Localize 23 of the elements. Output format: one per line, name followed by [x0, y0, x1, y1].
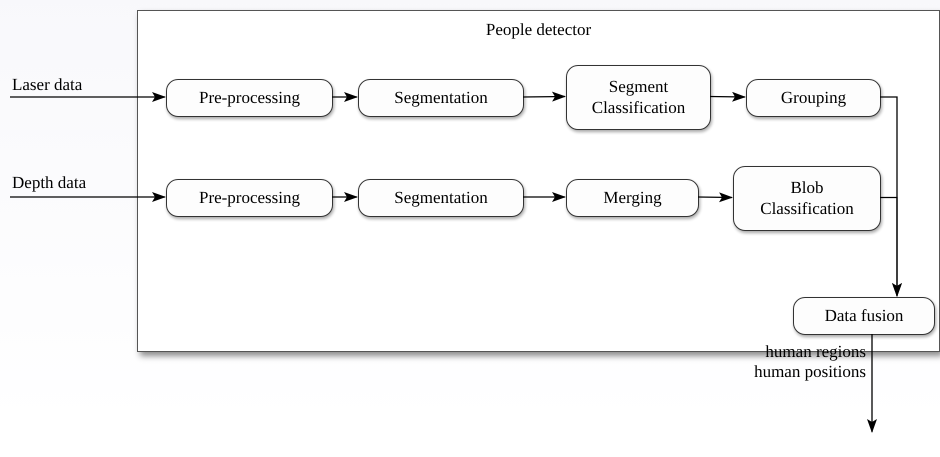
edge-label: Depth data	[12, 172, 86, 194]
process-box: Segmentation	[358, 79, 524, 117]
arrow	[867, 334, 877, 433]
arrow	[10, 192, 166, 202]
arrow	[698, 192, 733, 202]
process-box: Merging	[566, 179, 699, 217]
process-box: Blob Classification	[733, 166, 881, 231]
arrow	[710, 92, 746, 102]
edge-label: Laser data	[12, 74, 82, 96]
edge-label: human regions human positions	[753, 342, 866, 382]
process-box: Segment Classification	[566, 65, 711, 130]
arrow	[523, 192, 566, 202]
process-box: Pre-processing	[166, 79, 333, 117]
arrow	[523, 92, 566, 102]
panel-title: People detector	[484, 19, 592, 41]
arrow	[332, 192, 358, 202]
process-box: Pre-processing	[166, 179, 333, 217]
arrow	[880, 196, 902, 297]
arrow	[332, 92, 358, 102]
process-box: Segmentation	[358, 179, 524, 217]
arrow	[10, 92, 166, 102]
process-box: Grouping	[746, 79, 881, 117]
process-box: Data fusion	[793, 297, 935, 335]
